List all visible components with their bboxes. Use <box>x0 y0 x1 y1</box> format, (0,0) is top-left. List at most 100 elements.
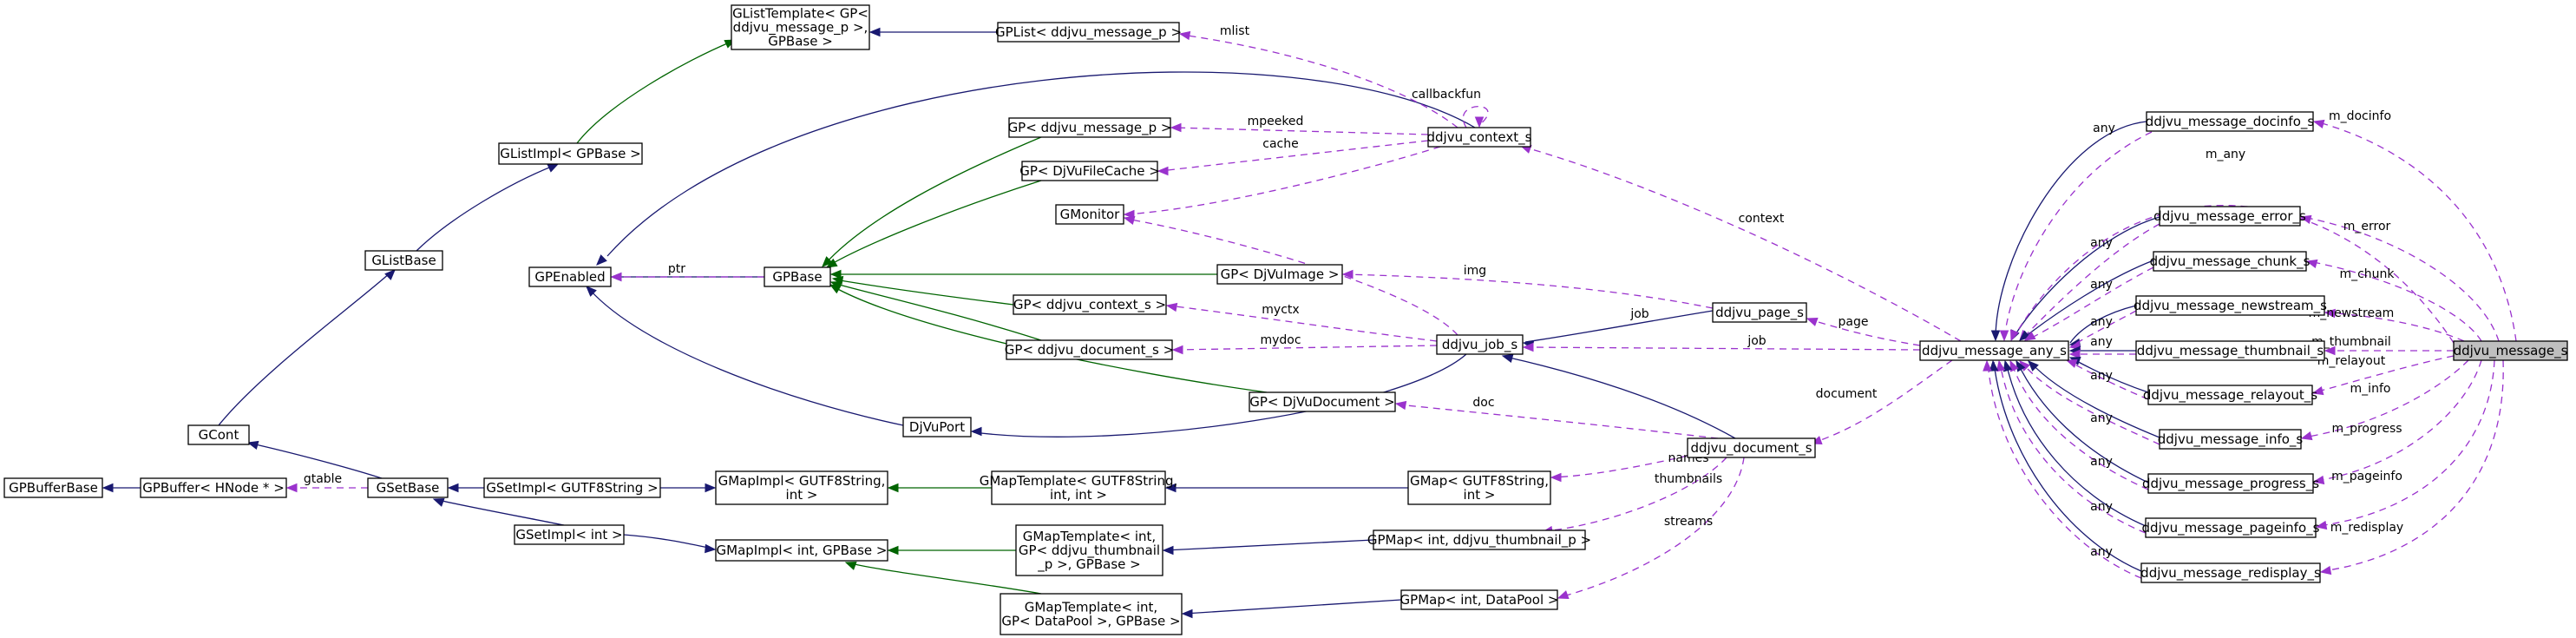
class-node-gmapimpl-gutf8[interactable]: GMapImpl< GUTF8String,int > <box>715 470 888 505</box>
class-box <box>1013 294 1167 315</box>
edge-line <box>1462 106 1489 128</box>
edge-label-m_redisplay: m_redisplay <box>2330 521 2403 535</box>
edge-label-callbackfun: callbackfun <box>1412 88 1481 102</box>
edge-line <box>2029 361 2160 438</box>
class-node-msg-info[interactable]: ddjvu_message_info_s <box>2158 429 2304 450</box>
class-node-msg-redisplay[interactable]: ddjvu_message_redisplay_s <box>2140 562 2321 583</box>
class-node-gmonitor[interactable]: GMonitor <box>1055 204 1124 225</box>
edge-line <box>576 41 732 144</box>
class-node-document-s[interactable]: ddjvu_document_s <box>1687 437 1816 458</box>
class-node-gbufferbase[interactable]: GPBufferBase <box>3 477 103 498</box>
edge-message_s-to-msg_thumbnail: m_thumbnail <box>2311 335 2454 356</box>
class-node-message-any-s[interactable]: ddjvu_message_any_s <box>1919 340 2069 361</box>
class-name-text: DjVuPort <box>909 419 965 435</box>
arrowhead <box>2299 214 2312 225</box>
class-node-gmaptemplate-datapool[interactable]: GMapTemplate< int,GP< DataPool >, GPBase… <box>1000 593 1183 635</box>
class-name-text: ddjvu_message_any_s <box>1922 343 2067 359</box>
arrowhead <box>1806 318 1819 326</box>
class-node-msg-chunk[interactable]: ddjvu_message_chunk_s <box>2150 251 2311 272</box>
edge-label-img: img <box>1464 264 1486 278</box>
class-node-gp-djvudocument[interactable]: GP< DjVuDocument > <box>1249 391 1396 412</box>
edge-msg_pageinfo-to-message_any_s <box>2002 359 2147 527</box>
class-box <box>2145 517 2317 538</box>
arrowhead <box>1501 353 1514 364</box>
edge-gpmap_thumb-to-gmaptemplate_thumb <box>1162 539 1374 556</box>
edge-line <box>1125 146 1441 215</box>
class-node-djvuport[interactable]: DjVuPort <box>902 417 972 437</box>
class-box <box>1021 161 1158 181</box>
edge-job_s-to-gp_context: myctx <box>1165 302 1438 342</box>
edge-line <box>973 353 1467 437</box>
class-node-context-s[interactable]: ddjvu_context_s <box>1427 127 1532 148</box>
class-node-message-s[interactable]: ddjvu_message_s <box>2453 340 2568 361</box>
class-node-msg-progress[interactable]: ddjvu_message_progress_s <box>2142 473 2319 494</box>
class-node-gcont[interactable]: GCont <box>187 424 250 445</box>
arrowhead <box>447 483 459 493</box>
class-box <box>1400 589 1558 610</box>
class-node-msg-pageinfo[interactable]: ddjvu_message_pageinfo_s <box>2142 517 2320 538</box>
class-name-text: GSetBase <box>377 480 440 496</box>
class-node-gpbase[interactable]: GPBase <box>764 266 831 287</box>
arrowhead <box>2300 431 2313 441</box>
class-node-glisttemplate[interactable]: GListTemplate< GP<ddjvu_message_p >,GPBa… <box>731 4 870 50</box>
class-node-gpmap-thumb[interactable]: GPMap< int, ddjvu_thumbnail_p > <box>1367 529 1591 550</box>
class-node-gsetbase[interactable]: GSetBase <box>367 477 449 498</box>
edge-label-any: any <box>2090 455 2113 469</box>
class-node-msg-newstream[interactable]: ddjvu_message_newstream_s <box>2134 295 2327 316</box>
class-node-gmaptemplate-gutf8[interactable]: GMapTemplate< GUTF8String,int, int > <box>980 470 1178 505</box>
class-node-gmapimpl-int[interactable]: GMapImpl< int, GPBase > <box>715 539 888 562</box>
class-node-glistbase[interactable]: GListBase <box>364 250 443 271</box>
edge-label-page: page <box>1839 315 1869 329</box>
class-node-gsetimpl-int[interactable]: GSetImpl< int > <box>514 524 625 545</box>
class-box <box>2159 429 2302 450</box>
class-node-msg-thumbnail[interactable]: ddjvu_message_thumbnail_s <box>2135 340 2325 361</box>
edge-gsetimpl_gutf8-to-gsetbase <box>447 483 484 493</box>
edge-msg_newstream-to-message_any_s: any <box>2068 310 2137 351</box>
edge-gcont-to-glistbase <box>218 269 396 426</box>
class-box <box>1427 127 1531 148</box>
edge-line <box>1164 539 1374 551</box>
class-node-gp-message-p[interactable]: GP< ddjvu_message_p > <box>1008 117 1172 138</box>
class-box <box>498 142 643 165</box>
class-box <box>1436 334 1524 355</box>
class-node-gplist[interactable]: GPList< ddjvu_message_p > <box>995 22 1182 43</box>
arrowhead <box>2312 119 2325 129</box>
class-node-gp-document[interactable]: GP< ddjvu_document_s > <box>1005 339 1174 360</box>
edge-job_s-to-gp_document: mydoc <box>1171 333 1438 355</box>
class-box <box>3 477 103 498</box>
class-node-page-s[interactable]: ddjvu_page_s <box>1712 302 1807 323</box>
edge-line <box>1524 310 1714 343</box>
class-node-msg-docinfo[interactable]: ddjvu_message_docinfo_s <box>2146 111 2315 132</box>
class-box <box>514 524 625 545</box>
class-node-gp-djvuimage[interactable]: GP< DjVuImage > <box>1216 264 1343 285</box>
edge-label-mpeeked: mpeeked <box>1248 115 1304 128</box>
class-node-gpmap-datapool[interactable]: GPMap< int, DataPool > <box>1400 589 1559 610</box>
edge-label-cache: cache <box>1262 137 1298 151</box>
class-name-text: GMapImpl< GUTF8String, <box>718 473 886 489</box>
edge-label-any: any <box>2090 369 2113 383</box>
class-node-glistimpl[interactable]: GListImpl< GPBase > <box>498 142 643 165</box>
class-node-gpenabled[interactable]: GPEnabled <box>528 266 612 287</box>
class-node-gmap-gutf8[interactable]: GMap< GUTF8String,int > <box>1407 470 1551 505</box>
edge-msg_relayout-to-message_any_s: any <box>2065 359 2149 400</box>
edge-context_s-to-gpenabled <box>596 71 1476 266</box>
edge-line <box>2005 361 2147 527</box>
class-node-gmaptemplate-thumb[interactable]: GMapTemplate< int,GP< ddjvu_thumbnail_p … <box>1015 524 1163 576</box>
edge-label-document: document <box>1816 387 1878 401</box>
class-node-gbuffer-hnode[interactable]: GPBuffer< HNode * > <box>140 477 287 498</box>
class-box <box>2140 562 2321 583</box>
class-node-msg-relayout[interactable]: ddjvu_message_relayout_s <box>2143 385 2317 405</box>
class-node-gsetimpl-gutf8[interactable]: GSetImpl< GUTF8String > <box>483 477 661 498</box>
edge-label-m_thumbnail: m_thumbnail <box>2311 335 2391 349</box>
class-node-job-s[interactable]: ddjvu_job_s <box>1436 334 1524 355</box>
class-name-text: ddjvu_message_chunk_s <box>2150 253 2311 270</box>
arrowhead <box>1394 400 1407 411</box>
arrowhead <box>2018 330 2031 341</box>
class-node-msg-error[interactable]: ddjvu_message_error_s <box>2153 206 2306 227</box>
class-node-gp-context[interactable]: GP< ddjvu_context_s > <box>1013 294 1167 315</box>
arrowhead <box>887 545 899 556</box>
class-node-gp-djvufilecache[interactable]: GP< DjVuFileCache > <box>1019 161 1160 181</box>
edge-line <box>1504 356 1736 439</box>
edge-label-m_chunk: m_chunk <box>2339 267 2395 281</box>
edge-line <box>2003 131 2153 339</box>
